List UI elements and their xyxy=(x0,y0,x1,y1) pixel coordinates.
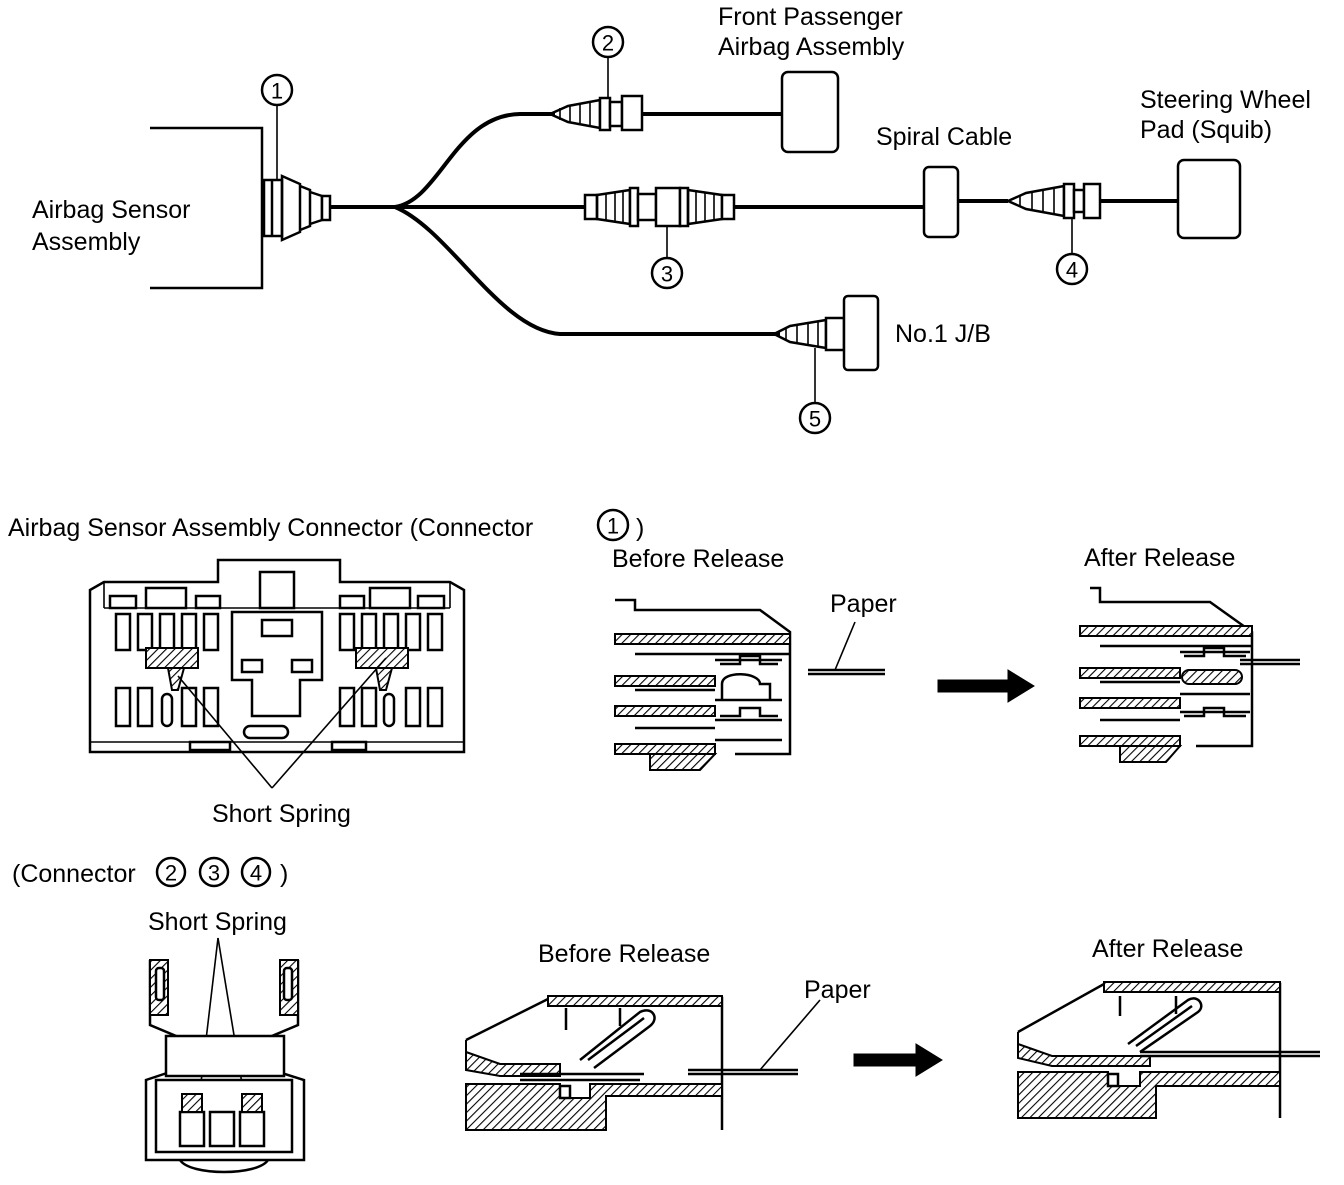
sensor-after-release: After Release xyxy=(1079,544,1300,763)
section-1-title-close: ) xyxy=(636,514,644,542)
junction-block-box xyxy=(842,294,880,372)
section-1: Airbag Sensor Assembly Connector (Connec… xyxy=(8,508,1300,828)
connector-1-plug: 1 xyxy=(260,73,332,242)
front-passenger-label-line1: Front Passenger xyxy=(718,3,903,31)
inline-connector-face xyxy=(144,959,306,1174)
short-spring-right xyxy=(355,647,409,669)
callout-1-number: 1 xyxy=(271,79,283,104)
section-1-before-label: Before Release xyxy=(612,545,784,573)
front-passenger-label: Front Passenger Airbag Assembly xyxy=(718,3,910,61)
section-2-circle-2 xyxy=(155,856,187,888)
section-2-number-4: 4 xyxy=(250,861,262,886)
spiral-cable: Spiral Cable xyxy=(876,123,1012,239)
connector-4-plug: 4 xyxy=(1004,182,1178,286)
front-passenger-airbag: Front Passenger Airbag Assembly xyxy=(718,3,910,154)
sensor-connector-face xyxy=(88,558,466,754)
connector-2-plug: 2 xyxy=(546,25,782,132)
spiral-cable-label: Spiral Cable xyxy=(876,123,1012,151)
section-1-title-number: 1 xyxy=(607,514,619,539)
section-2-arrow xyxy=(853,1043,943,1077)
section-2-title-open: (Connector xyxy=(12,860,136,888)
callout-3 xyxy=(650,256,684,290)
section-2-before-label: Before Release xyxy=(538,940,710,968)
wiring-harness: Airbag Sensor Assembly 1 xyxy=(32,3,1318,435)
sensor-before-release: Before Release Paper xyxy=(612,545,897,771)
callout-4-number: 4 xyxy=(1066,258,1078,283)
airbag-sensor-label: Airbag Sensor Assembly xyxy=(32,196,197,256)
callout-4 xyxy=(1055,252,1089,286)
connector-5-plug: No.1 J/B 5 xyxy=(771,294,991,435)
inline-after-release: After Release xyxy=(1017,935,1320,1119)
section-1-paper-label-before: Paper xyxy=(830,590,897,618)
callout-1 xyxy=(260,73,294,107)
airbag-sensor-label-line2: Assembly xyxy=(32,228,141,256)
section-1-after-label: After Release xyxy=(1084,544,1235,572)
section-2-number-2: 2 xyxy=(165,861,177,886)
section-2: (Connector 2 3 4 ) Short Spring xyxy=(12,856,1320,1174)
callout-2 xyxy=(591,25,625,59)
steering-wheel-label: Steering Wheel Pad (Squib) xyxy=(1140,86,1318,144)
short-spring-left xyxy=(145,647,199,669)
section-1-short-spring-label: Short Spring xyxy=(212,800,351,828)
junction-block-label: No.1 J/B xyxy=(895,320,991,348)
steering-wheel-label-line1: Steering Wheel xyxy=(1140,86,1311,114)
section-1-title: Airbag Sensor Assembly Connector (Connec… xyxy=(8,514,533,542)
front-passenger-label-line2: Airbag Assembly xyxy=(718,33,905,61)
callout-5 xyxy=(798,401,832,435)
section-2-circle-3 xyxy=(198,856,230,888)
section-1-arrow xyxy=(937,669,1035,703)
callout-3-number: 3 xyxy=(661,262,673,287)
steering-wheel-pad: Steering Wheel Pad (Squib) xyxy=(1140,86,1318,240)
airbag-sensor-assembly: Airbag Sensor Assembly xyxy=(32,126,264,290)
lower-cavities xyxy=(114,686,444,728)
section-2-after-label: After Release xyxy=(1092,935,1243,963)
section-2-short-spring-label: Short Spring xyxy=(148,908,287,936)
callout-5-number: 5 xyxy=(809,407,821,432)
steering-wheel-label-line2: Pad (Squib) xyxy=(1140,116,1272,144)
section-2-title-close: ) xyxy=(280,860,288,888)
harness-wires xyxy=(330,112,780,336)
upper-cavities xyxy=(114,612,444,652)
callout-2-number: 2 xyxy=(602,31,614,56)
connector-3-plug: 3 xyxy=(583,186,924,290)
inline-before-release: Before Release Paper xyxy=(465,940,871,1131)
section-2-paper-label-before: Paper xyxy=(804,976,871,1004)
section-2-number-3: 3 xyxy=(208,861,220,886)
section-2-circle-4 xyxy=(240,856,272,888)
airbag-sensor-label-line1: Airbag Sensor xyxy=(32,196,190,224)
section-1-title-circle xyxy=(596,508,630,542)
